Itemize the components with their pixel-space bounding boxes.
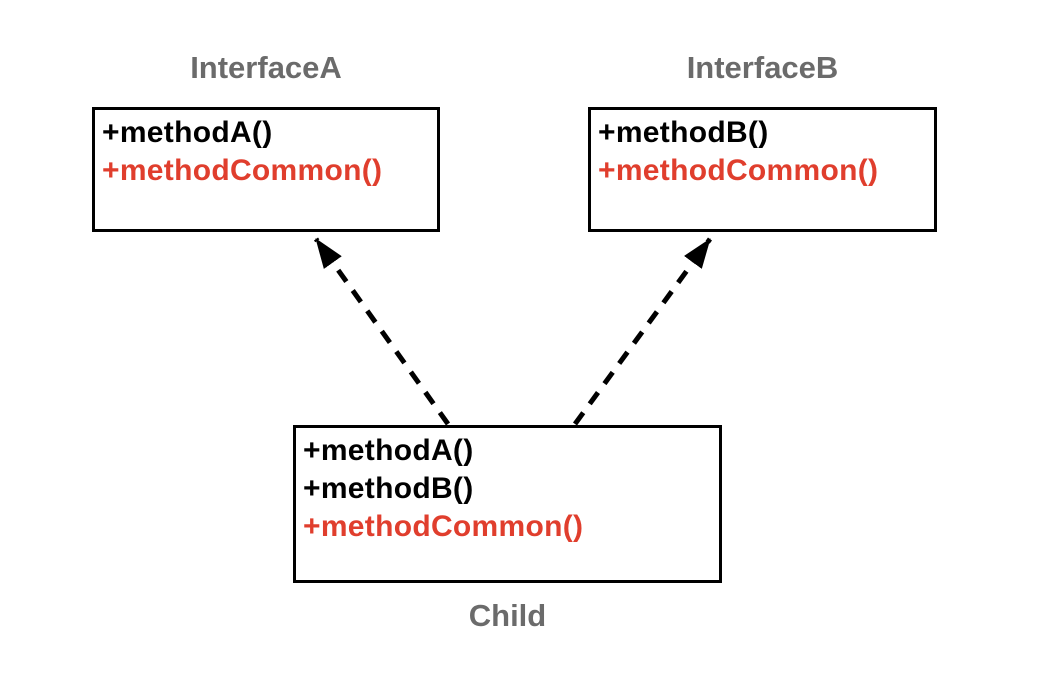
interface-b-title: InterfaceB bbox=[686, 50, 839, 85]
interface-a-title: InterfaceA bbox=[190, 50, 342, 85]
interface-a-box: +methodA() +methodCommon() bbox=[92, 107, 440, 232]
realization-arrow-child-to-interface-b bbox=[572, 237, 713, 426]
method-label: +methodB() bbox=[598, 116, 769, 149]
child-box: +methodA() +methodB() +methodCommon() bbox=[293, 425, 722, 583]
method-label: +methodB() bbox=[303, 472, 474, 505]
interface-b-box: +methodB() +methodCommon() bbox=[588, 107, 937, 232]
child-title: Child bbox=[468, 598, 547, 633]
method-label: +methodCommon() bbox=[598, 154, 879, 187]
realization-arrow-child-to-interface-a bbox=[313, 237, 451, 426]
method-label: +methodA() bbox=[303, 434, 474, 467]
method-label: +methodCommon() bbox=[102, 154, 383, 187]
method-label: +methodA() bbox=[102, 116, 273, 149]
method-label: +methodCommon() bbox=[303, 510, 584, 543]
